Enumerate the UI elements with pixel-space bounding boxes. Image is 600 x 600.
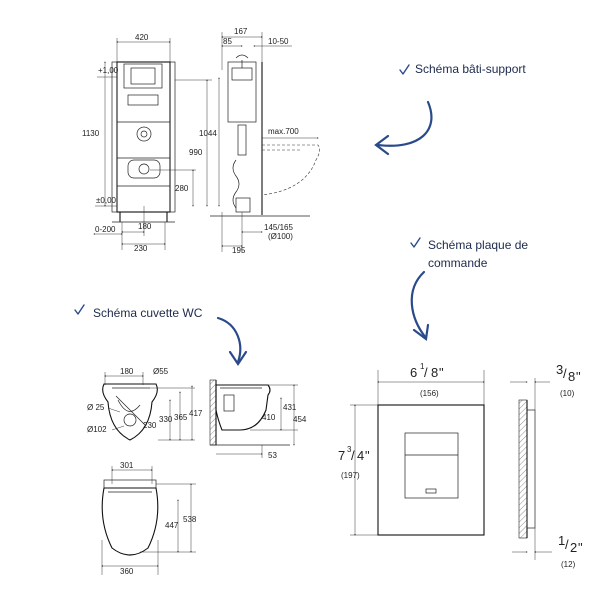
bowl-dim-365: 365 [174,413,188,422]
dim-145-165: 145/165 [264,223,293,232]
plate-height-whole: 7 [338,448,345,463]
caption-plate-text-1: Schéma plaque de [428,238,528,252]
dim-167: 167 [234,27,248,36]
plate-height-inch: " [365,448,370,463]
caption-plate: Schéma plaque de commande [410,237,528,270]
frame-side-view: 167 85 10-50 max.700 1044 195 145/165 [199,27,320,255]
dim-195: 195 [232,246,246,255]
arrow-head-bowl [228,350,248,366]
arrow-head-frame [374,134,390,156]
plate-height-mm: (197) [341,471,360,480]
bowl-dim-360: 360 [120,567,134,576]
bowl-dim-417: 417 [189,409,203,418]
plate-bottom-den: 2 [570,540,577,555]
curved-arrow-frame [376,100,433,147]
plate-height-den: 4 [357,448,364,463]
plate-thick-num: 3 [556,362,563,377]
check-icon [410,237,421,248]
bowl-dim-55: Ø55 [153,367,169,376]
bowl-dim-25: Ø 25 [87,403,105,412]
bowl-dim-230: 230 [143,421,157,430]
dim-10-50: 10-50 [268,37,289,46]
plate-width-mm: (156) [420,389,439,398]
plate-width-inch: " [439,365,444,380]
frame-front-view: 420 +1,00 ±0,00 1130 990 2 [82,33,212,253]
bowl-dim-53: 53 [268,451,277,460]
dim-990: 990 [189,148,203,157]
curved-arrow-plate [410,270,428,340]
plate-width-slash: / [424,365,428,380]
check-icon [74,304,85,315]
dim-zero: ±0,00 [96,196,117,205]
curved-arrow-bowl [216,316,242,364]
plate-width-num: 1 [420,362,425,371]
bowl-front-view: 180 Ø55 Ø 25 Ø102 230 330 365 417 [87,367,203,441]
bowl-dim-102: Ø102 [87,425,107,434]
dim-max700: max.700 [268,127,299,136]
plate-height-num: 3 [347,445,352,454]
check-icon [399,64,410,75]
bowl-dim-538: 538 [183,515,197,524]
dim-1130: 1130 [82,129,100,138]
caption-frame: Schéma bâti-support [399,62,526,76]
caption-frame-text: Schéma bâti-support [415,62,526,76]
plate-bottom-inch: " [578,540,583,555]
dim-230: 230 [134,244,148,253]
bowl-side-view: 410 431 454 53 [209,379,307,460]
plate-width-whole: 6 [410,365,417,380]
dim-180: 180 [138,222,152,231]
bowl-dim-431: 431 [283,403,297,412]
bowl-dim-447: 447 [165,521,179,530]
bowl-dim-410: 410 [262,413,276,422]
plate-bottom-mm: (12) [561,560,576,569]
dim-420: 420 [135,33,149,42]
dim-280: 280 [175,184,189,193]
bowl-dim-180: 180 [120,367,134,376]
plate-thick-inch: " [576,369,581,384]
dim-plus100: +1,00 [98,66,119,75]
bowl-dim-330: 330 [159,415,173,424]
dim-85: 85 [223,37,232,46]
plate-height-slash: / [351,448,355,463]
plate-bottom-slash: / [565,537,569,552]
caption-bowl-text: Schéma cuvette WC [93,306,203,320]
flush-plate-side: 3 / 8 " (10) 1 / 2 " (12) [510,362,583,569]
dim-1044: 1044 [199,129,217,138]
bowl-dim-454: 454 [293,415,307,424]
dim-0-200: 0-200 [95,225,116,234]
arrow-head-plate [412,323,430,341]
bowl-dim-301: 301 [120,461,134,470]
plate-bottom-num: 1 [558,533,565,548]
plate-thick-mm: (10) [560,389,575,398]
flush-plate-front: 6 1 / 8 " (156) 7 3 / 4 " (197) [338,362,485,536]
plate-thick-slash: / [563,366,567,381]
dim-d100: (Ø100) [268,232,293,241]
caption-bowl: Schéma cuvette WC [74,304,203,320]
plate-width-den: 8 [431,365,438,380]
plate-thick-den: 8 [568,369,575,384]
bowl-top-view: 301 447 538 360 [101,461,197,576]
caption-plate-text-2: commande [428,256,488,270]
